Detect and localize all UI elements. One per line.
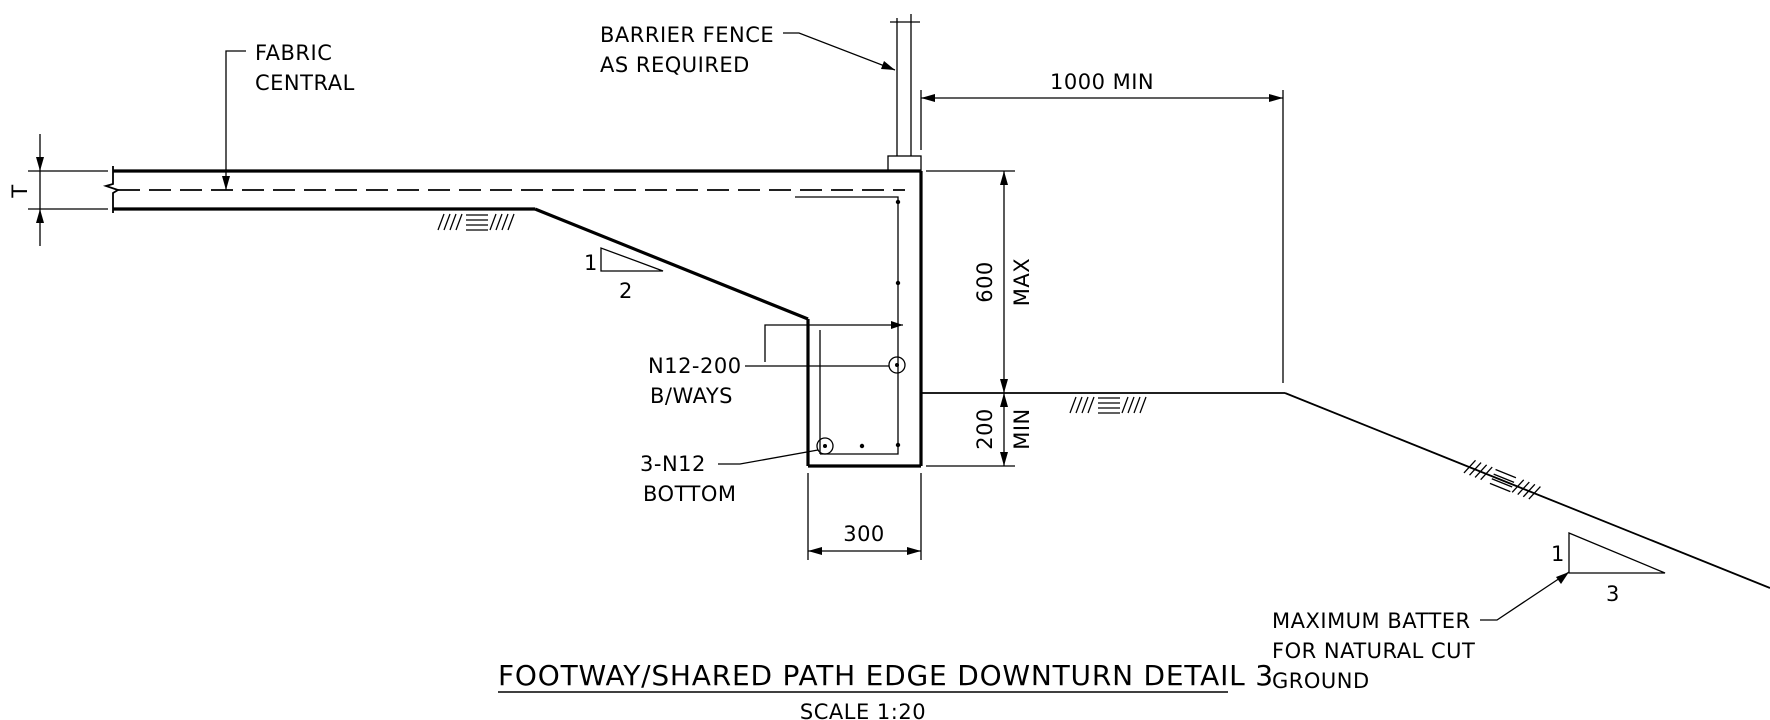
barrier-fence-post (887, 14, 922, 172)
label-batter-run: 3 (1606, 582, 1620, 606)
label-slope-rise: 1 (584, 251, 598, 275)
dim-vertical (926, 170, 1015, 467)
leaders (222, 32, 1570, 621)
label-bottom-line2: BOTTOM (643, 482, 737, 506)
label-fabric-line1: FABRIC (255, 41, 332, 65)
label-batter-line2: FOR NATURAL CUT (1272, 639, 1475, 663)
label-batter-rise: 1 (1551, 542, 1565, 566)
drawing-scale: SCALE 1:20 (800, 700, 926, 720)
label-batter-line3: GROUND (1272, 669, 1370, 693)
label-fence-line1: BARRIER FENCE (600, 23, 774, 47)
reinforcement (764, 196, 906, 455)
dim-300-text: 300 (843, 522, 885, 546)
thickness-dimension (28, 134, 108, 246)
label-slope-run: 2 (619, 279, 633, 303)
dim-300 (807, 473, 922, 560)
ground-hatch-slope (1463, 459, 1541, 500)
label-thickness: T (8, 184, 32, 198)
dim-1000 (920, 90, 1284, 383)
dim-200-sub-text: MIN (1010, 408, 1034, 450)
label-fence-line2: AS REQUIRED (600, 53, 750, 77)
bottom-bar-circle (816, 437, 834, 455)
slope-triangle-1-2 (600, 247, 664, 272)
bar-dot (859, 443, 865, 449)
dim-200-text: 200 (973, 408, 997, 450)
drawing-title: FOOTWAY/SHARED PATH EDGE DOWNTURN DETAIL… (498, 659, 1274, 692)
label-bottom-line1: 3-N12 (640, 452, 706, 476)
bar-dot (895, 199, 901, 205)
ground-line (921, 392, 1770, 589)
ground-hatch-mid (1069, 396, 1147, 414)
dim-1000-text: 1000 MIN (1050, 70, 1154, 94)
label-n12-line2: B/WAYS (650, 384, 733, 408)
ground-hatch-left (437, 213, 515, 231)
label-batter-line1: MAXIMUM BATTER (1272, 609, 1471, 633)
dim-600-sub-text: MAX (1010, 258, 1034, 306)
label-n12-line1: N12-200 (648, 354, 742, 378)
dim-600-text: 600 (973, 261, 997, 303)
bar-dot (895, 280, 901, 286)
n12-bar-circle (888, 356, 906, 374)
label-fabric-line2: CENTRAL (255, 71, 355, 95)
batter-triangle-1-3 (1568, 532, 1666, 574)
bar-dot (895, 442, 901, 448)
slab-outline (102, 166, 923, 468)
